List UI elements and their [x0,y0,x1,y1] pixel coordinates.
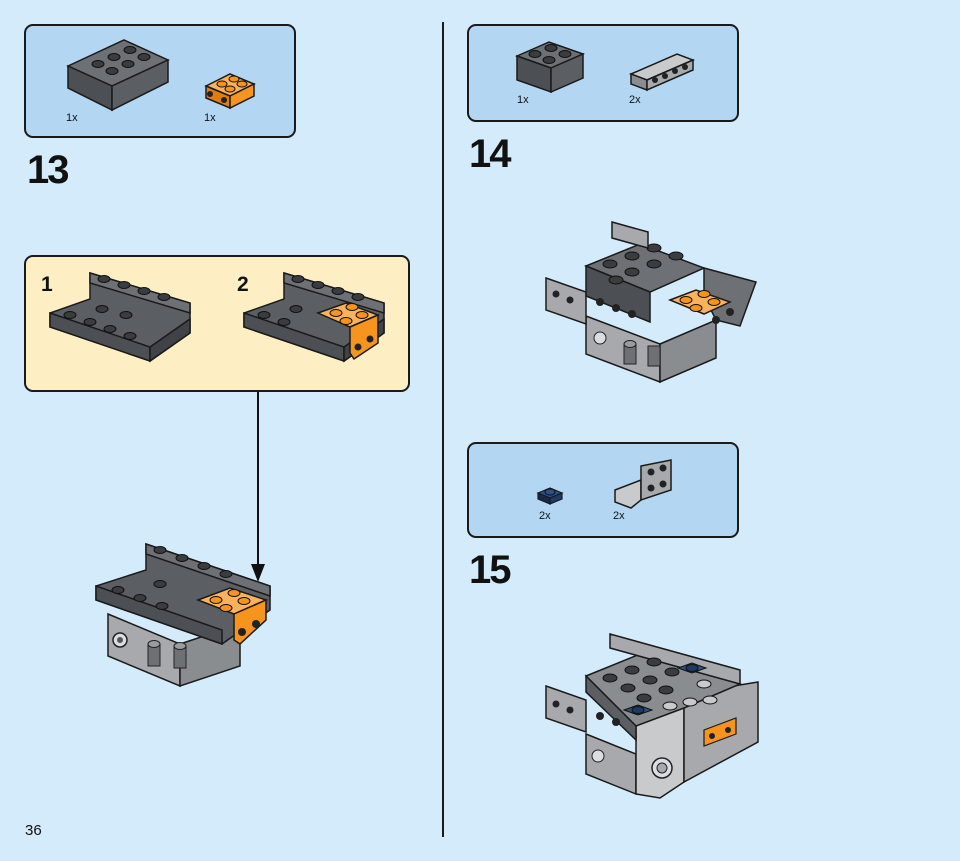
step-13-model-icon [95,542,271,688]
step-14-parts-box: 1x 2x [467,24,739,122]
part-qty: 2x [539,510,551,522]
substep-2-model-icon [243,271,385,363]
step-15-parts-box: 2x 2x [467,442,739,538]
substep-1-model-icon [49,271,191,363]
dark-blue-plate-1x1-icon [536,487,564,505]
step-13-parts-box: 1x 1x [24,24,296,138]
assembly-arrow-icon [251,392,265,582]
step-number: 13 [27,148,69,192]
light-grey-bracket-plate-icon [629,53,695,92]
orange-plate-with-clips-icon [204,73,256,110]
page-number: 36 [25,822,42,839]
part-qty: 2x [629,94,641,106]
step-number: 14 [469,132,511,176]
step-15-model-icon [545,633,759,799]
part-qty: 1x [66,112,78,124]
page-divider [442,22,444,837]
dark-grey-brick-2x2-icon [514,41,586,94]
step-14-model-icon [545,221,757,384]
dark-grey-inverted-slope-brick-icon [66,39,170,112]
subassembly-box: 1 2 [24,255,410,392]
part-qty: 1x [204,112,216,124]
part-qty: 2x [613,510,625,522]
substep-number: 1 [41,273,53,296]
part-qty: 1x [517,94,529,106]
step-number: 15 [469,548,511,592]
light-grey-bracket-2x2-icon [614,459,672,509]
substep-number: 2 [237,273,249,296]
